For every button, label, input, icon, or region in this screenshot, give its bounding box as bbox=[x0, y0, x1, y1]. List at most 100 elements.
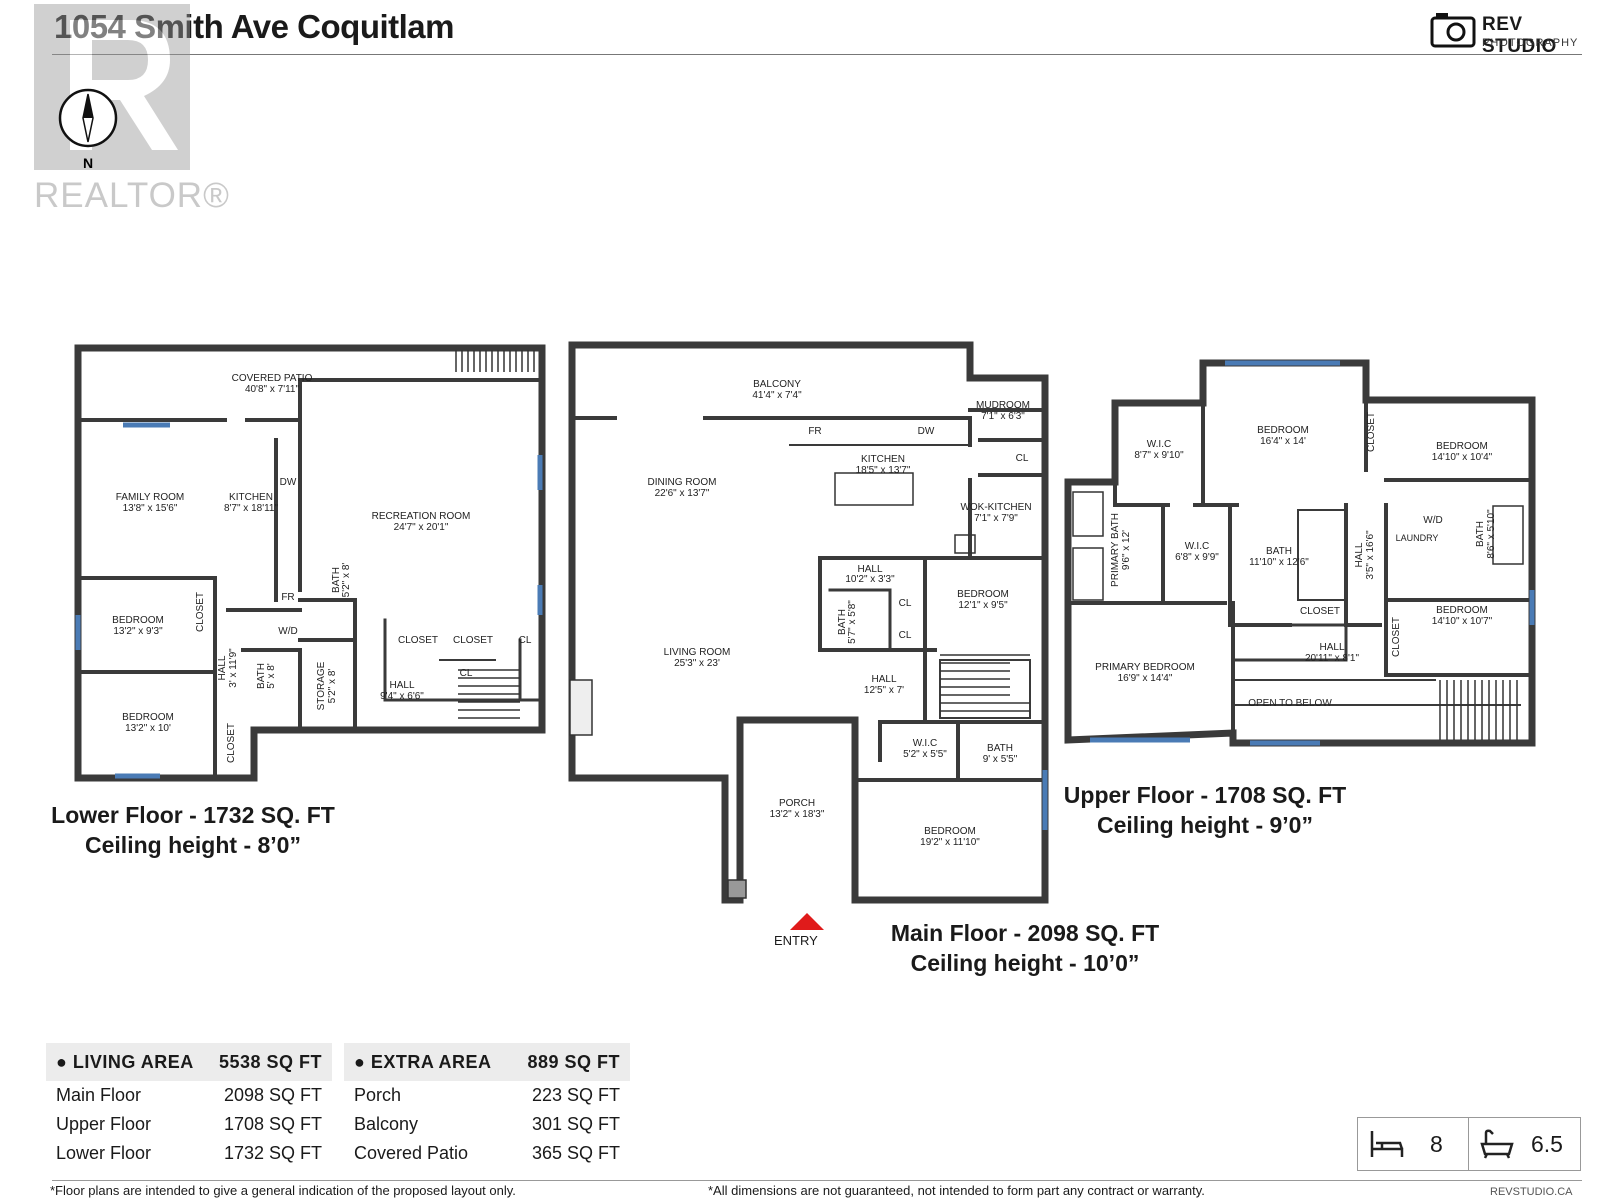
camera-icon bbox=[1430, 13, 1476, 48]
room-family-room-dim: 13'8" x 15'6" bbox=[123, 503, 178, 514]
cl-label: CL bbox=[460, 668, 473, 679]
closet-label: CLOSET bbox=[1366, 412, 1377, 452]
room-recreation: RECREATION ROOM bbox=[372, 511, 471, 522]
extra-area-header: ● EXTRA AREA bbox=[344, 1043, 511, 1081]
room-wic-m: W.I.C bbox=[913, 738, 937, 749]
realtor-logo-icon bbox=[34, 4, 190, 170]
room-recreation-dim: 24'7" x 20'1" bbox=[394, 522, 449, 533]
room-bath-m1-dim: 5'7" x 5'8" bbox=[847, 600, 858, 644]
entry-label: ENTRY bbox=[774, 933, 818, 948]
room-bedroom-m2-dim: 19'2" x 11'10" bbox=[920, 837, 980, 848]
room-bedroom-l1-dim: 13'2" x 9'3" bbox=[113, 626, 163, 637]
room-dining-dim: 22'6" x 13'7" bbox=[655, 488, 710, 499]
room-bath-m1: BATH bbox=[837, 609, 848, 635]
fixture-labels: CLOSET CLOSET CLOSET CLOSET CL CL FR DW … bbox=[195, 412, 1443, 763]
bed-icon bbox=[1370, 1131, 1404, 1157]
room-primary-bedroom: PRIMARY BEDROOM bbox=[1095, 662, 1195, 673]
room-bath-m2-dim: 9' x 5'5" bbox=[983, 754, 1018, 765]
room-bedroom-m2: BEDROOM bbox=[924, 826, 976, 837]
room-hall-m2-dim: 12'5" x 7' bbox=[864, 685, 904, 696]
room-bath-m2: BATH bbox=[987, 743, 1013, 754]
room-porch: PORCH bbox=[779, 798, 815, 809]
room-hall-u1: HALL bbox=[1354, 542, 1365, 567]
room-family-room: FAMILY ROOM bbox=[116, 492, 185, 503]
closet-label: CLOSET bbox=[195, 592, 206, 632]
footer-divider bbox=[52, 1180, 1582, 1181]
room-mudroom: MUDROOM bbox=[976, 400, 1030, 411]
footer-website: REVSTUDIO.CA bbox=[1490, 1186, 1573, 1198]
room-kitchen-lower: KITCHEN bbox=[229, 492, 273, 503]
extra-area-total: 889 SQ FT bbox=[510, 1043, 630, 1081]
page-title: 1054 Smith Ave Coquitlam bbox=[54, 8, 455, 45]
stairs bbox=[455, 350, 1518, 740]
room-hall-u2: HALL bbox=[1319, 642, 1344, 653]
cl-label: CL bbox=[899, 630, 912, 641]
room-bedroom-u2-dim: 14'10" x 10'4" bbox=[1432, 452, 1493, 463]
main-floor-plan bbox=[568, 341, 1049, 904]
room-hall-m1: HALL bbox=[857, 564, 882, 575]
room-bedroom-u3-dim: 14'10" x 10'7" bbox=[1432, 616, 1493, 627]
room-bedroom-u1: BEDROOM bbox=[1257, 425, 1309, 436]
room-open-to-below: OPEN TO BELOW bbox=[1248, 698, 1332, 709]
room-bath-u2: BATH bbox=[1475, 521, 1486, 547]
room-kitchen-main: KITCHEN bbox=[861, 454, 905, 465]
room-storage: STORAGE bbox=[316, 661, 327, 710]
room-wok-kitchen: WOK-KITCHEN bbox=[960, 502, 1031, 513]
room-mudroom-dim: 7'1" x 6'3" bbox=[981, 411, 1025, 422]
room-wic-u1: W.I.C bbox=[1147, 439, 1171, 450]
north-arrow-icon: N bbox=[58, 88, 118, 171]
room-hall-m1-dim: 10'2" x 3'3" bbox=[845, 574, 895, 585]
room-bedroom-u1-dim: 16'4" x 14' bbox=[1260, 436, 1306, 447]
main-floor-caption: Main Floor - 2098 SQ. FT Ceiling height … bbox=[880, 918, 1170, 978]
upper-floor-area: Upper Floor - 1708 SQ. FT bbox=[1063, 782, 1347, 808]
room-wok-kitchen-dim: 7'1" x 7'9" bbox=[974, 513, 1018, 524]
footer-disclaimer-left: *Floor plans are intended to give a gene… bbox=[50, 1183, 516, 1198]
closet-label: CLOSET bbox=[453, 635, 493, 646]
main-floor-area: Main Floor - 2098 SQ. FT bbox=[890, 920, 1160, 946]
wd-label: W/D bbox=[1423, 515, 1442, 526]
room-living: LIVING ROOM bbox=[664, 647, 731, 658]
room-bedroom-l2: BEDROOM bbox=[122, 712, 174, 723]
room-primary-bedroom-dim: 16'9" x 14'4" bbox=[1118, 673, 1173, 684]
lower-floor-ceiling: Ceiling height - 8’0” bbox=[85, 832, 301, 858]
fr-label: FR bbox=[808, 426, 821, 437]
upper-floor-plan bbox=[1064, 359, 1536, 747]
lower-floor-area: Lower Floor - 1732 SQ. FT bbox=[51, 802, 335, 828]
realtor-wordmark: REALTOR® bbox=[34, 176, 230, 215]
main-floor-ceiling: Ceiling height - 10’0” bbox=[910, 950, 1140, 976]
living-area-header: ● LIVING AREA bbox=[46, 1043, 207, 1081]
room-balcony-dim: 41'4" x 7'4" bbox=[752, 390, 802, 401]
room-kitchen-main-dim: 18'5" x 13'7" bbox=[856, 465, 911, 476]
cl-label: CL bbox=[899, 598, 912, 609]
room-bedroom-l1: BEDROOM bbox=[112, 615, 164, 626]
bedroom-count: 8 bbox=[1358, 1118, 1468, 1170]
windows bbox=[75, 360, 1535, 830]
compass: N bbox=[56, 86, 120, 176]
upper-floor-caption: Upper Floor - 1708 SQ. FT Ceiling height… bbox=[1060, 780, 1350, 840]
room-hall-u2-dim: 20'11" x 8'1" bbox=[1305, 653, 1360, 664]
dw-label: DW bbox=[918, 426, 935, 437]
room-hall-l1: HALL bbox=[217, 655, 228, 680]
closet-label: CLOSET bbox=[226, 723, 237, 763]
logo-subtitle: PHOTOGRAPHY bbox=[1482, 37, 1579, 49]
bathtub-icon bbox=[1480, 1129, 1514, 1159]
dw-label: DW bbox=[280, 477, 297, 488]
logo-brand: REV STUDIO bbox=[1482, 14, 1557, 57]
room-living-dim: 25'3" x 23' bbox=[674, 658, 720, 669]
room-bedroom-u3: BEDROOM bbox=[1436, 605, 1488, 616]
room-bath-l2: BATH bbox=[331, 567, 342, 593]
room-storage-dim: 5'2" x 8' bbox=[327, 669, 338, 704]
realtor-watermark: REALTOR® bbox=[30, 0, 240, 215]
room-kitchen-lower-dim: 8'7" x 18'11" bbox=[224, 503, 279, 514]
lower-floor-caption: Lower Floor - 1732 SQ. FT Ceiling height… bbox=[48, 800, 338, 860]
cl-label: CL bbox=[519, 635, 532, 646]
compass-label: N bbox=[83, 155, 93, 171]
room-hall-l1-dim: 3' x 11'9" bbox=[228, 648, 239, 688]
closet-label: CLOSET bbox=[1300, 606, 1340, 617]
